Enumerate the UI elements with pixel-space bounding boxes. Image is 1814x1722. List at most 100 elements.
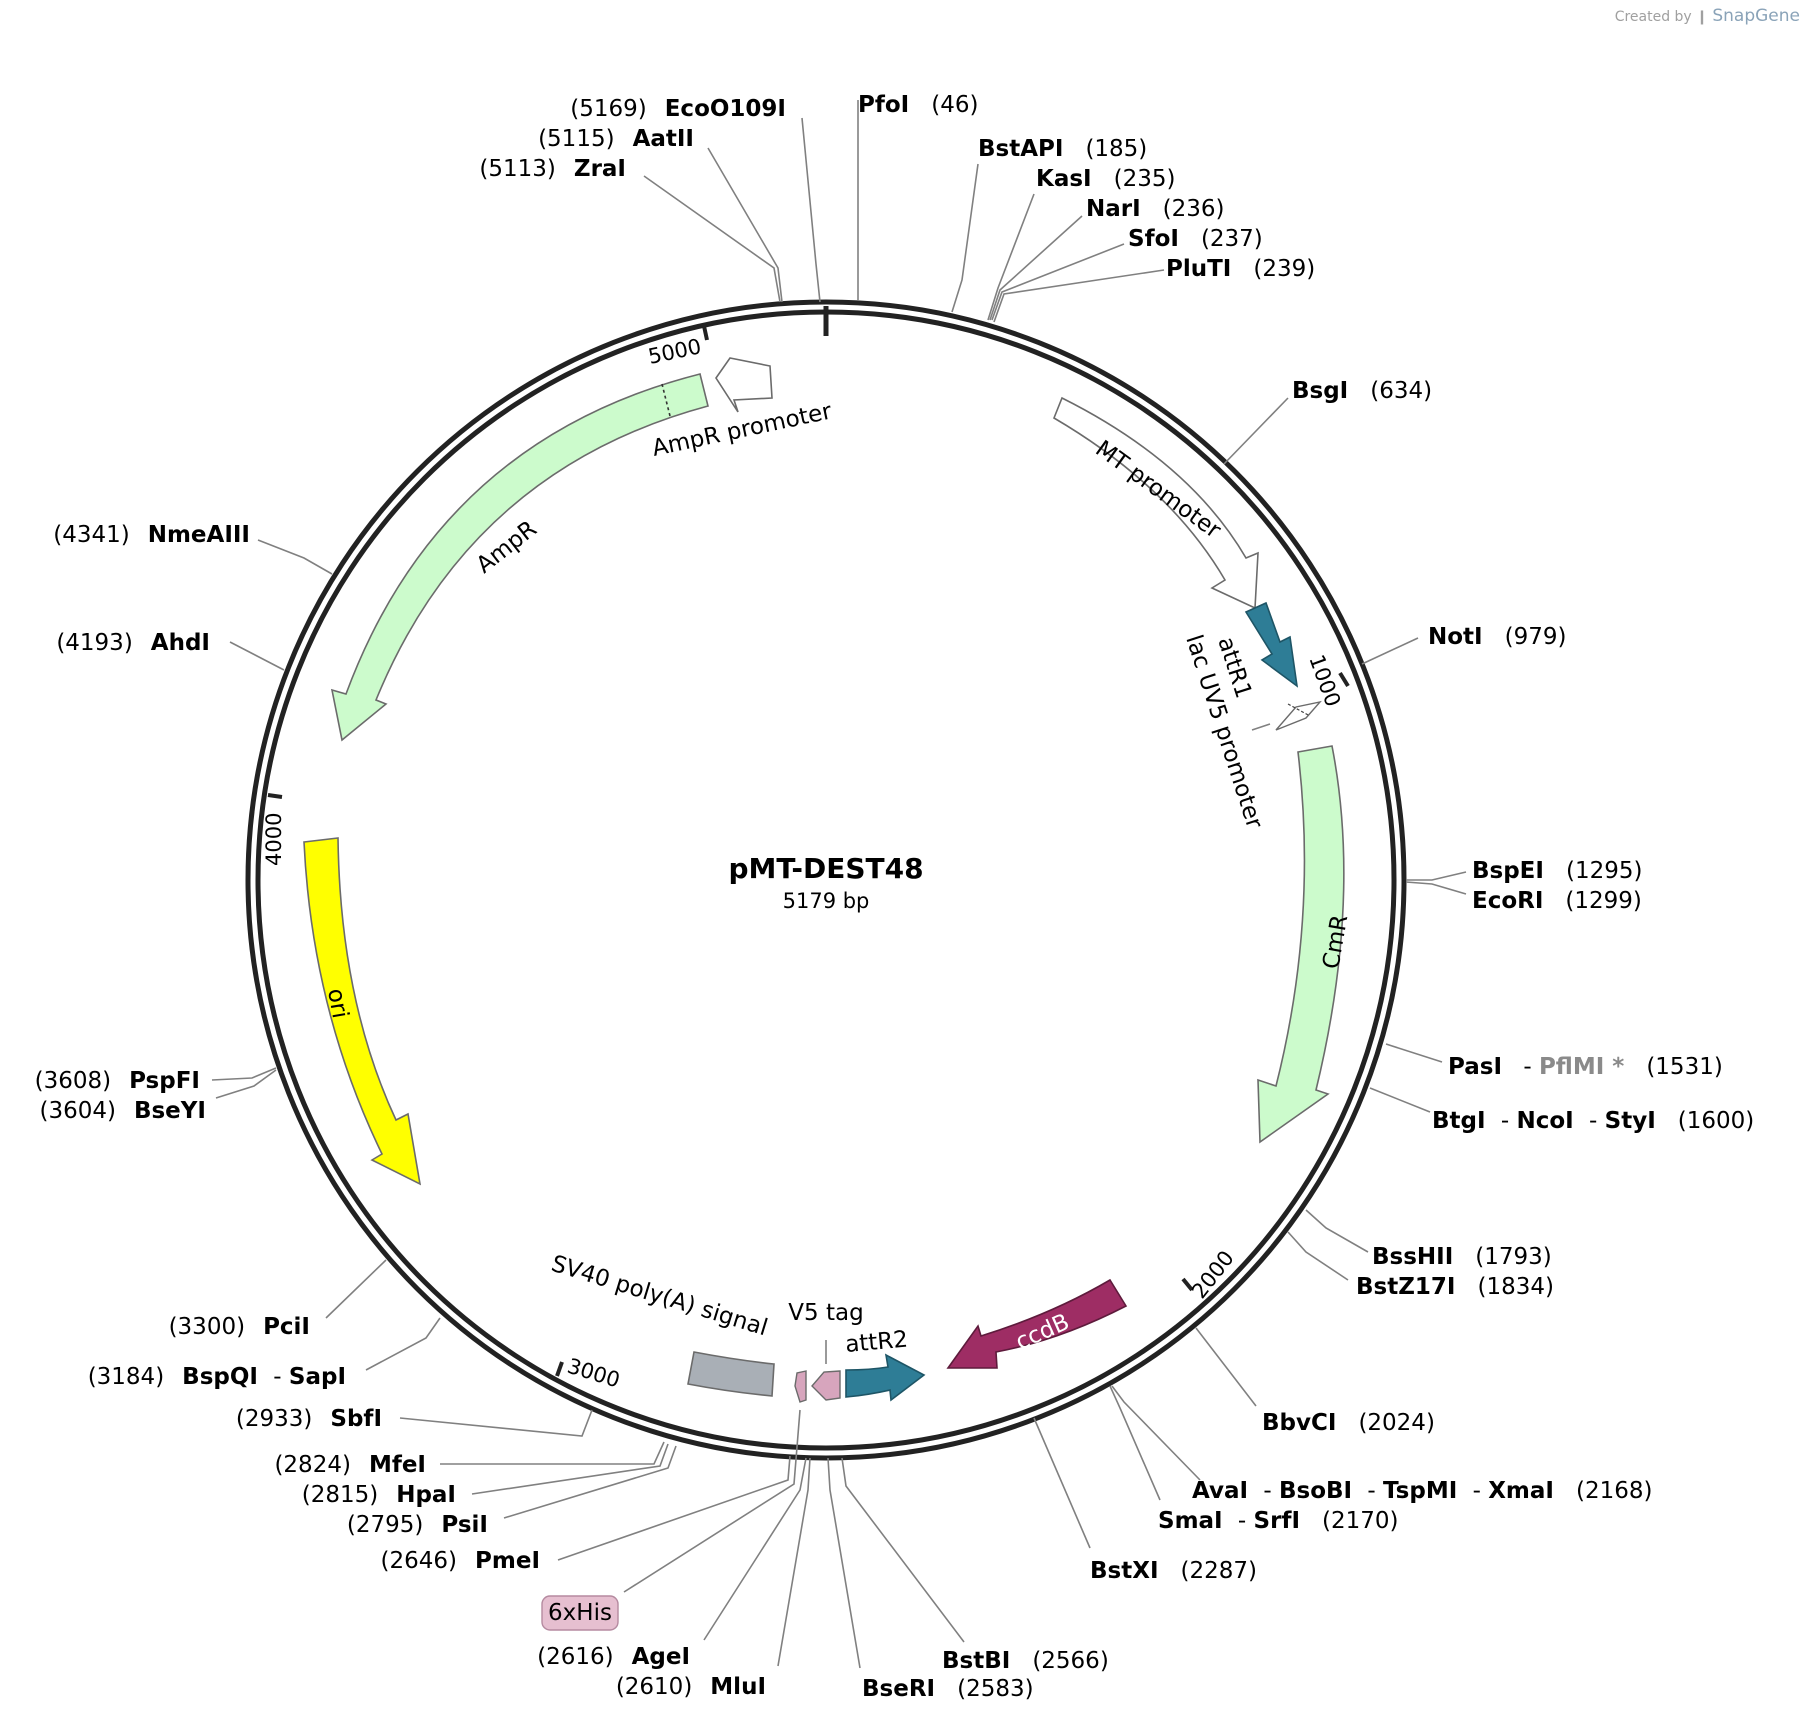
svg-text:NarI(236): NarI(236) [1086,196,1225,222]
site-HpaI[interactable]: (2815)HpaI [302,1443,669,1508]
ccdb-feature[interactable]: ccdB [946,1278,1128,1369]
svg-text:(4193)AhdI: (4193)AhdI [56,630,210,656]
site-AhdI[interactable]: (4193)AhdI [56,630,285,671]
site-BseRI[interactable]: BseRI(2583) [827,1457,1034,1702]
svg-text:(3604)BseYI: (3604)BseYI [39,1098,206,1124]
svg-text:(2646)PmeI: (2646)PmeI [381,1548,540,1574]
svg-text:PfoI(46): PfoI(46) [858,92,978,118]
site-ZraI[interactable]: (5113)ZraI [479,156,781,303]
site-KasI[interactable]: KasI(235) [987,166,1175,321]
site-PciI[interactable]: (3300)PciI [169,1259,387,1340]
cmr-feature[interactable]: CmR [1257,745,1353,1144]
credit-brand: SnapGene [1712,6,1800,26]
tick-4000: 4000 [262,793,286,866]
site-BspEI[interactable]: BspEI(1295) [1406,858,1642,884]
site-AvaI[interactable]: AvaI - BsoBI - TspMI - XmaI(2168) [1111,1385,1652,1504]
site-PluTI[interactable]: PluTI(239) [993,256,1315,323]
mt-promoter-label: MT promoter [1090,436,1225,544]
svg-text:PasI - PflMI *(1531): PasI - PflMI *(1531) [1448,1054,1723,1080]
svg-text:(2815)HpaI: (2815)HpaI [302,1482,456,1508]
snapgene-credit: Created by ❙ SnapGene [1615,6,1800,26]
attr2-label: attR2 [844,1327,909,1358]
svg-text:BstZ17I(1834): BstZ17I(1834) [1356,1274,1554,1300]
tick-label-4000: 4000 [262,813,286,866]
site-PspFI[interactable]: (3608)PspFI [35,1067,277,1094]
site-BbvCI[interactable]: BbvCI(2024) [1195,1327,1435,1436]
6xhis-badge [541,1595,619,1631]
svg-text:(5113)ZraI: (5113)ZraI [479,156,626,182]
site-MluI[interactable]: (2610)MluI [616,1457,811,1700]
v5-tag-feature[interactable]: V5 tag [788,1300,864,1401]
svg-text:(3608)PspFI: (3608)PspFI [35,1068,200,1094]
6xhis-label: 6xHis [548,1600,612,1626]
svg-text:BssHII(1793): BssHII(1793) [1372,1244,1552,1270]
site-BsgI[interactable]: BsgI(634) [1223,378,1432,465]
svg-text:(2824)MfeI: (2824)MfeI [274,1452,426,1478]
site-BstZ17I[interactable]: BstZ17I(1834) [1287,1231,1554,1300]
svg-text:SmaI - SrfI(2170): SmaI - SrfI(2170) [1158,1508,1399,1534]
svg-text:BtgI - NcoI - StyI(1600): BtgI - NcoI - StyI(1600) [1432,1108,1754,1134]
site-BstXI[interactable]: BstXI(2287) [1033,1417,1257,1584]
site-AatII[interactable]: (5115)AatII [538,126,783,303]
site-MfeI[interactable]: (2824)MfeI [274,1441,665,1478]
svg-text:(2933)SbfI: (2933)SbfI [236,1406,382,1432]
site-NarI[interactable]: NarI(236) [989,196,1225,321]
snapgene-logo-icon: ❙ [1696,9,1708,25]
svg-text:KasI(235): KasI(235) [1036,166,1175,192]
site-SmaI[interactable]: SmaI - SrfI(2170) [1109,1385,1399,1534]
tick-label-1000: 1000 [1304,652,1345,710]
svg-text:BbvCI(2024): BbvCI(2024) [1262,1410,1435,1436]
svg-text:NotI(979): NotI(979) [1428,624,1566,650]
svg-text:(3300)PciI: (3300)PciI [169,1314,310,1340]
svg-text:(4341)NmeAIII: (4341)NmeAIII [53,522,250,548]
site-NotI[interactable]: NotI(979) [1361,624,1566,665]
credit-prefix: Created by [1614,9,1692,25]
site-BstAPI[interactable]: BstAPI(185) [951,136,1147,313]
ampr-feature[interactable]: AmpR [330,373,709,742]
site-PasI[interactable]: PasI - PflMI *(1531) [1385,1043,1723,1080]
site-BssHII[interactable]: BssHII(1793) [1305,1209,1552,1270]
svg-text:BsgI(634): BsgI(634) [1292,378,1432,404]
site-EcoRI[interactable]: EcoRI(1299) [1405,881,1642,914]
plasmid-length: 5179 bp [783,889,870,913]
site-AgeI[interactable]: (2616)AgeI [537,1457,807,1670]
svg-text:AvaI - BsoBI - TspMI - XmaI(21: AvaI - BsoBI - TspMI - XmaI(2168) [1192,1478,1652,1504]
site-SbfI[interactable]: (2933)SbfI [236,1406,593,1437]
attr2-feature[interactable]: attR2 [844,1327,926,1402]
v5-tag-label: V5 tag [788,1300,863,1326]
mt-promoter-feature[interactable]: MT promoter [1053,396,1259,610]
svg-text:(2616)AgeI: (2616)AgeI [537,1644,690,1670]
site-PfoI[interactable]: PfoI(46) [857,92,978,300]
attr1-feature[interactable]: attR1 [1212,601,1299,702]
site-PsiI[interactable]: (2795)PsiI [347,1445,677,1538]
svg-text:(2610)MluI: (2610)MluI [616,1674,766,1700]
svg-text:PluTI(239): PluTI(239) [1166,256,1315,282]
svg-text:BstAPI(185): BstAPI(185) [978,136,1147,162]
6xhis-feature[interactable] [794,1370,807,1403]
svg-text:(5169)EcoO109I: (5169)EcoO109I [570,96,786,122]
site-BspQI[interactable]: (3184)BspQI - SapI [88,1317,441,1390]
site-6xhis-callout[interactable]: 6xHis [541,1409,801,1631]
svg-text:(3184)BspQI - SapI: (3184)BspQI - SapI [88,1364,346,1390]
site-BstBI[interactable]: BstBI(2566) [841,1457,1109,1674]
site-BseYI[interactable]: (3604)BseYI [39,1069,277,1124]
site-NmeAIII[interactable]: (4341)NmeAIII [53,522,333,575]
svg-text:(5115)AatII: (5115)AatII [538,126,694,152]
svg-text:(2795)PsiI: (2795)PsiI [347,1512,488,1538]
plasmid-name: pMT-DEST48 [728,852,923,885]
site-SfoI[interactable]: SfoI(237) [991,226,1263,321]
svg-text:BseRI(2583): BseRI(2583) [862,1676,1034,1702]
ori-label: ori [322,987,353,1021]
svg-text:EcoRI(1299): EcoRI(1299) [1472,888,1642,914]
tick-1000: 1000 [1304,652,1350,710]
svg-text:SfoI(237): SfoI(237) [1128,226,1263,252]
svg-text:BstBI(2566): BstBI(2566) [942,1648,1109,1674]
site-BtgI[interactable]: BtgI - NcoI - StyI(1600) [1369,1087,1754,1134]
lacuv5-promoter-feature[interactable]: lac UV5 promoter [1180,632,1322,832]
ori-feature[interactable]: ori [303,837,422,1186]
svg-text:BspEI(1295): BspEI(1295) [1472,858,1642,884]
svg-text:BstXI(2287): BstXI(2287) [1090,1558,1257,1584]
site-EcoO109I[interactable]: (5169)EcoO109I [570,96,821,303]
site-PmeI[interactable]: (2646)PmeI [381,1455,791,1574]
